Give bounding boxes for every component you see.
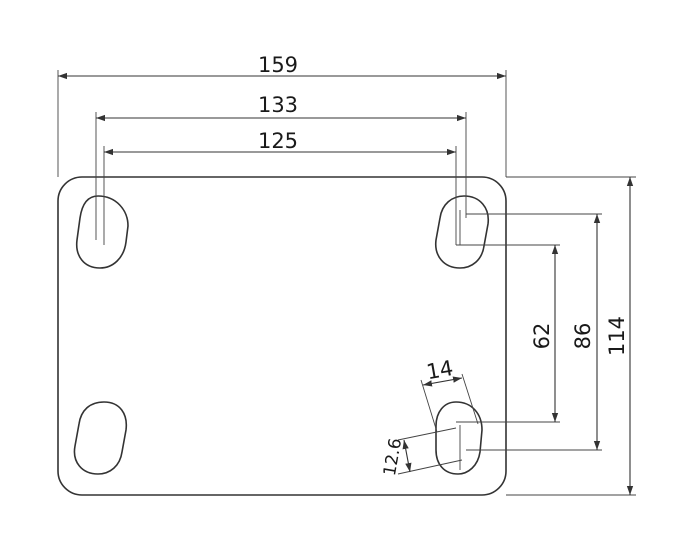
slot-bottom-left xyxy=(73,401,128,475)
slot-top-left xyxy=(75,195,129,269)
dim-label-159: 159 xyxy=(258,53,298,77)
plate-outline xyxy=(57,176,507,496)
dim-line-12-6 xyxy=(402,439,412,473)
slot-top-right xyxy=(435,195,489,269)
slot-bottom-right xyxy=(435,401,483,475)
dim-label-12-6: 12.6 xyxy=(380,437,406,478)
dim-label-133: 133 xyxy=(258,93,298,117)
dim-label-114: 114 xyxy=(605,316,629,356)
dim-line-14 xyxy=(422,376,463,387)
dim-label-86: 86 xyxy=(571,323,595,350)
dim-label-14: 14 xyxy=(425,356,455,384)
dim-label-62: 62 xyxy=(530,323,554,350)
dim-label-125: 125 xyxy=(258,129,298,153)
